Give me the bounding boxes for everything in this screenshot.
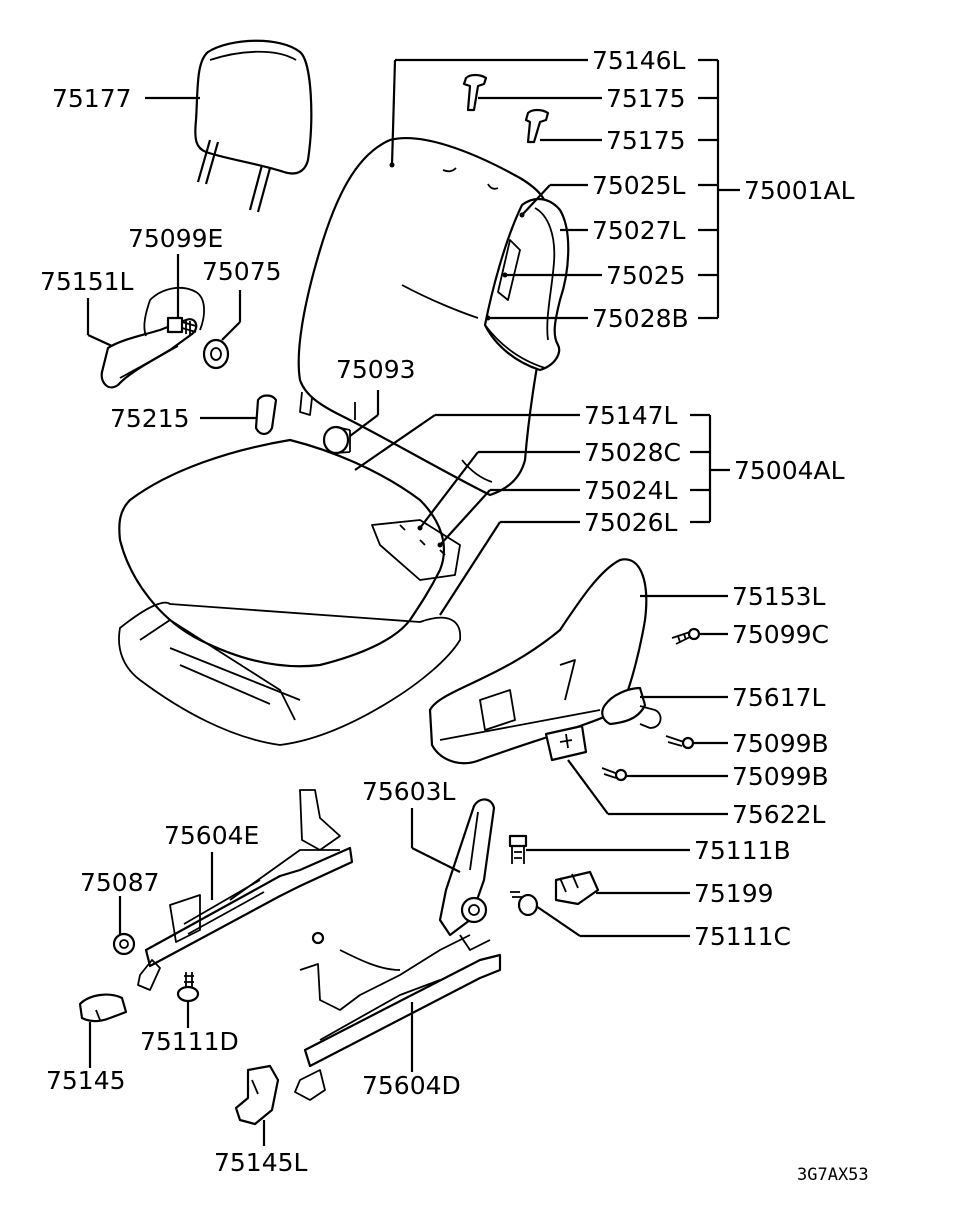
- label-75024L: 75024L: [584, 476, 678, 505]
- label-75099E: 75099E: [128, 224, 223, 253]
- clip-pin-top-part: [462, 73, 488, 112]
- headrest-part: [194, 39, 313, 213]
- side-cover-part: [428, 558, 648, 765]
- label-75617L: 75617L: [732, 683, 826, 712]
- label-75099B-b: 75099B: [732, 762, 829, 791]
- label-75027L: 75027L: [592, 216, 686, 245]
- label-75111B: 75111B: [694, 836, 791, 865]
- label-75099C: 75099C: [732, 620, 829, 649]
- label-75111D: 75111D: [140, 1027, 239, 1056]
- label-75001AL: 75001AL: [744, 176, 855, 205]
- nut-87-part: [112, 932, 136, 956]
- seat-back-part: [297, 136, 552, 497]
- bolt-b-part: [508, 834, 528, 864]
- bolt-part: [166, 316, 197, 335]
- bolt-d-part: [176, 972, 200, 1003]
- screw-b-lower-part: [601, 767, 628, 782]
- label-75028B: 75028B: [592, 304, 689, 333]
- label-75025L: 75025L: [592, 171, 686, 200]
- seat-slide-left-part: [137, 789, 354, 991]
- cap-part: [254, 394, 278, 436]
- side-bracket-part: [100, 286, 205, 389]
- label-75175-b: 75175: [606, 126, 686, 155]
- label-75145L: 75145L: [214, 1148, 308, 1177]
- foot-cover-l-part: [234, 1064, 280, 1126]
- label-75004AL: 75004AL: [734, 456, 845, 485]
- diagram-code: 3G7AX53: [797, 1165, 869, 1185]
- label-75028C: 75028C: [584, 438, 681, 467]
- clip-pin-bottom-part: [524, 108, 550, 144]
- label-75093: 75093: [336, 355, 416, 384]
- label-75147L: 75147L: [584, 401, 678, 430]
- label-75111C: 75111C: [694, 922, 791, 951]
- label-75151L: 75151L: [40, 267, 134, 296]
- label-75087: 75087: [80, 868, 160, 897]
- nut-part: [202, 338, 230, 370]
- label-75603L: 75603L: [362, 777, 456, 806]
- label-75153L: 75153L: [732, 582, 826, 611]
- recliner-part: [438, 798, 496, 951]
- label-75145: 75145: [46, 1066, 126, 1095]
- label-75146L: 75146L: [592, 46, 686, 75]
- lever-handle-part: [601, 686, 662, 729]
- foot-cover-part: [78, 993, 128, 1023]
- screw-b-upper-part: [665, 735, 695, 750]
- bushing-part: [322, 425, 351, 455]
- plate-part: [544, 724, 588, 762]
- nut-c-part: [510, 891, 539, 917]
- label-75604D: 75604D: [362, 1071, 461, 1100]
- label-75177: 75177: [52, 84, 132, 113]
- label-75622L: 75622L: [732, 800, 826, 829]
- label-75075: 75075: [202, 257, 282, 286]
- back-side-panel-part: [483, 197, 570, 372]
- label-75026L: 75026L: [584, 508, 678, 537]
- seat-slide-right-part: [294, 931, 502, 1101]
- part-labels: 75177 75146L 75175 75175 75025L 75001AL …: [40, 46, 869, 1185]
- label-75175-a: 75175: [606, 84, 686, 113]
- screw-c-part: [671, 627, 701, 645]
- label-75099B-a: 75099B: [732, 729, 829, 758]
- seat-cushion-part: [118, 438, 461, 668]
- label-75199: 75199: [694, 879, 774, 908]
- leader-dots: [389, 162, 525, 548]
- label-75604E: 75604E: [164, 821, 259, 850]
- label-75025: 75025: [606, 261, 686, 290]
- seat-frame-part: [118, 601, 461, 746]
- leader-lines: [86, 58, 740, 1146]
- label-75215: 75215: [110, 404, 190, 433]
- clip-bracket-part: [554, 870, 600, 906]
